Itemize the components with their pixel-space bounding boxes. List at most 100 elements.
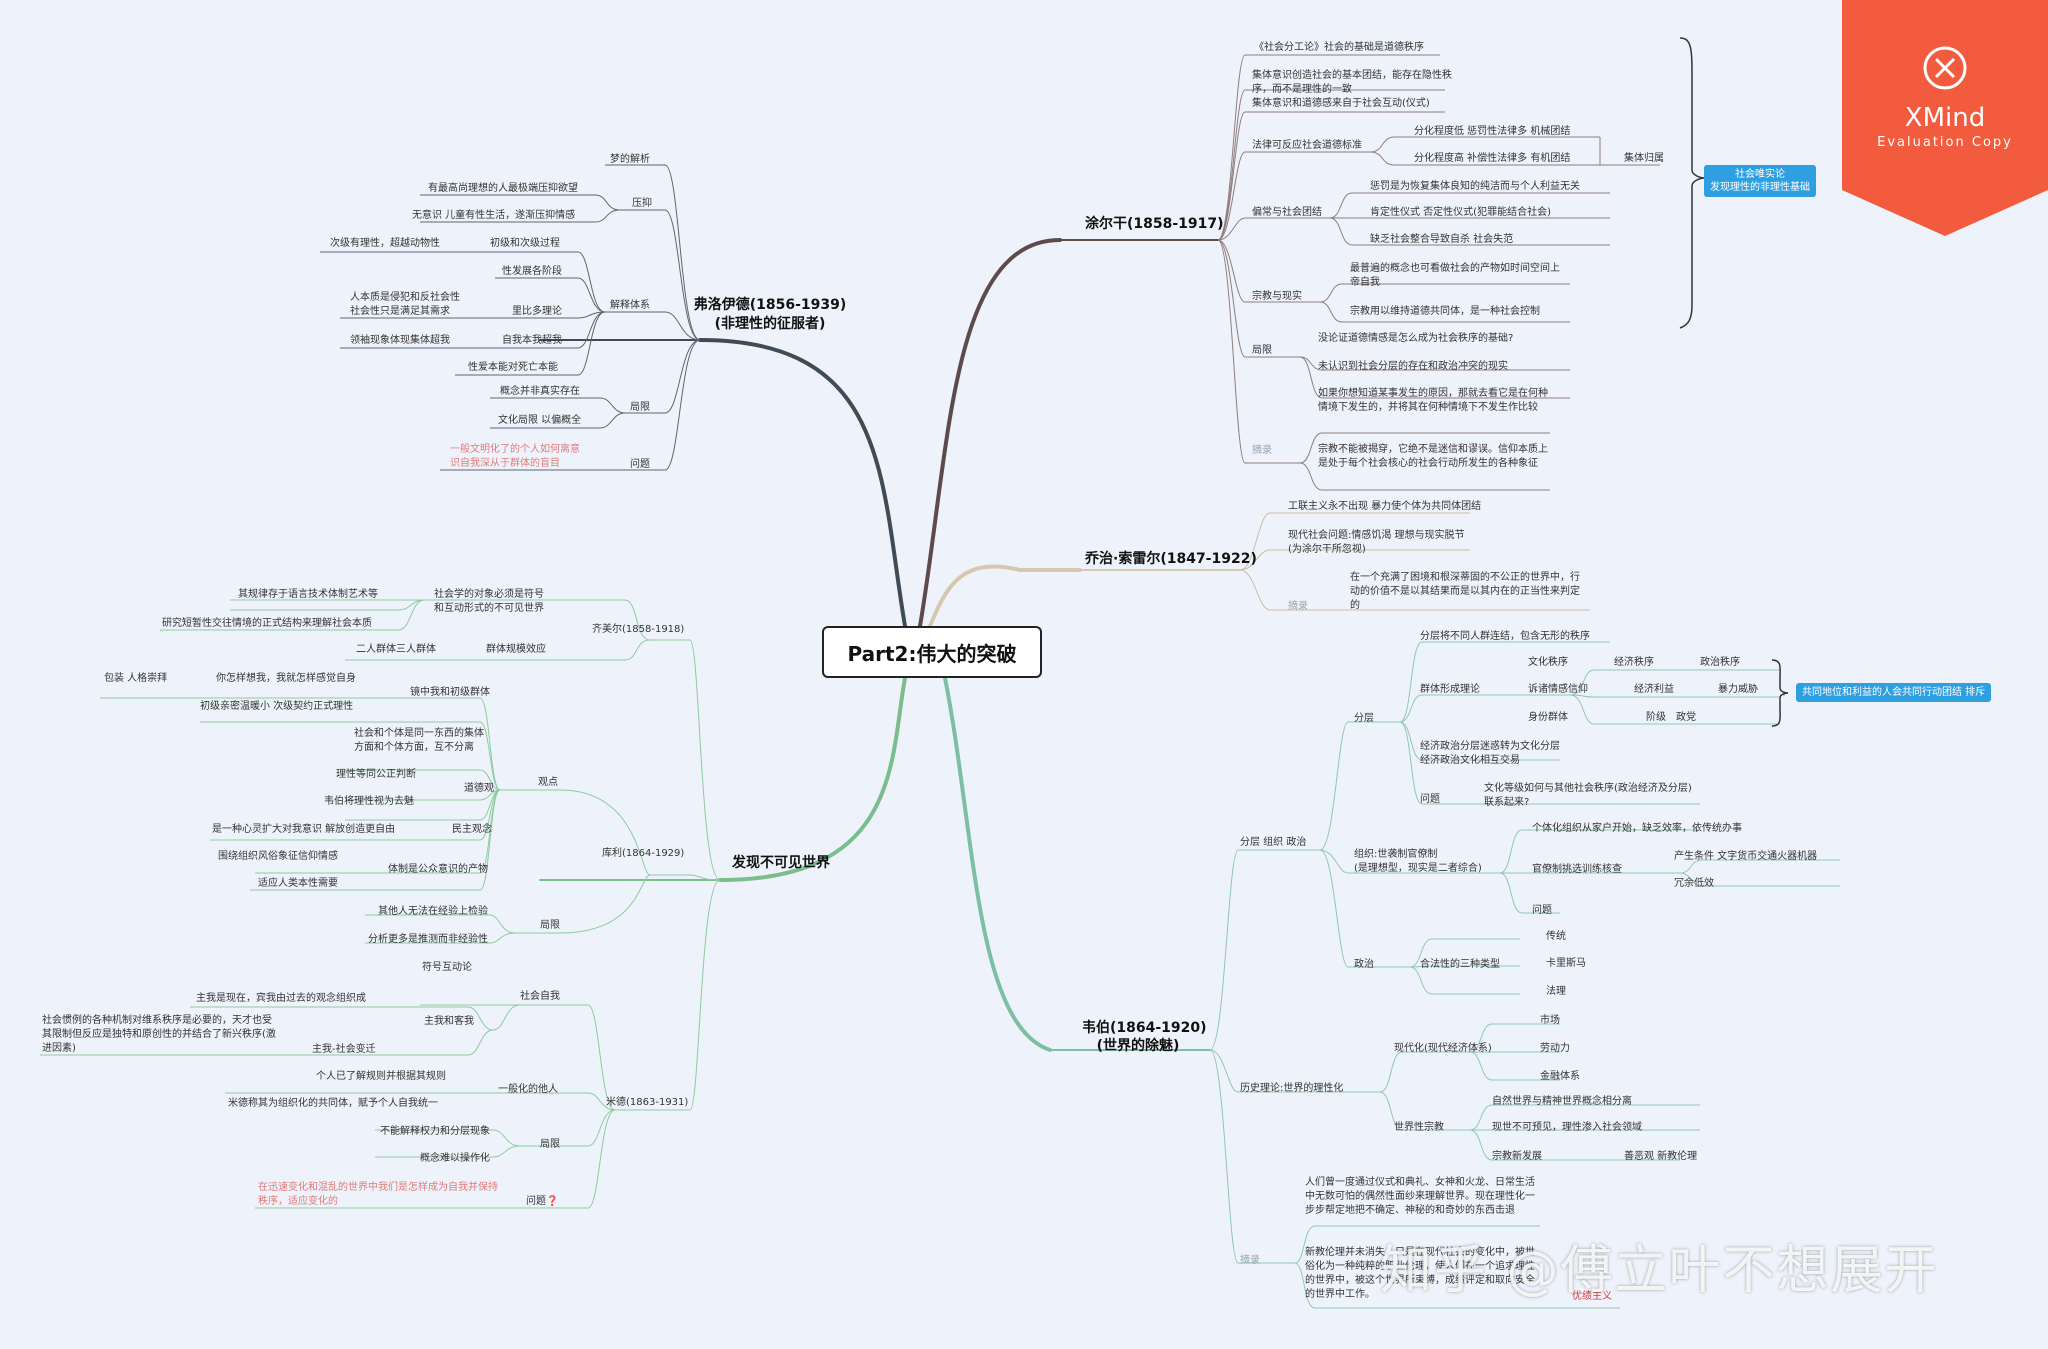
freud-title[interactable]: 弗洛伊德(1856-1939) <box>693 297 847 313</box>
freud-human-nature-b: 社会性只是满足其需求 <box>350 306 450 317</box>
cooley-limit-2: 分析更多是推测而非经验性 <box>368 934 488 945</box>
zhihu-watermark: 知乎 @傅立叶不想展开 <box>1380 1241 1939 1301</box>
weber-question: 问题 <box>1420 794 1440 805</box>
mead-generalized-other-2: 米德称其为组织化的共同体，赋予个人自我统一 <box>228 1098 438 1109</box>
durkheim-quote-2: 宗教不能被揭穿，它绝不是迷信和谬误。信仰本质上是处于每个社会核心的社会行动所发生… <box>1318 444 1548 469</box>
branch-line-weber <box>943 676 1052 1052</box>
freud-ego: 自我本我超我 <box>502 335 562 346</box>
durkheim-deviance-3: 缺乏社会整合导致自杀 社会失范 <box>1370 234 1514 245</box>
freud-explanation: 解释体系 <box>610 300 650 311</box>
weber-bureaucracy-redundant: 冗余低效 <box>1674 878 1714 889</box>
durkheim-collective-consciousness-a: 集体意识创造社会的基本团结，能存在隐性秩 <box>1252 70 1452 81</box>
freud-subtitle: (非理性的征服者) <box>714 316 826 332</box>
branch-line-freud <box>698 338 907 628</box>
durkheim-deviance-2: 肯定性仪式 否定性仪式(犯罪能结合社会) <box>1370 207 1551 218</box>
durkheim-division-of-labor: 《社会分工论》社会的基础是道德秩序 <box>1254 42 1424 53</box>
cooley-looking-glass-1: 你怎样想我，我就怎样感觉自身 <box>216 673 356 684</box>
simmel: 齐美尔(1858-1918) <box>592 624 685 635</box>
weber-world-religion-3: 宗教新发展 <box>1492 1151 1542 1162</box>
weber-quote-1: 人们曾一度通过仪式和典礼、女神和火龙、日常生活中无数可怕的偶然性面纱来理解世界。… <box>1305 1177 1535 1216</box>
weber-emotional-belief: 诉诸情感信仰 <box>1528 684 1588 695</box>
xmind-brand: XMind <box>1905 103 1985 133</box>
sorel-title[interactable]: 乔治·索雷尔(1847-1922) <box>1085 551 1257 567</box>
weber-market: 市场 <box>1540 1015 1560 1026</box>
weber-organization: 组织:世袭制官僚制 <box>1354 849 1438 860</box>
simmel-object-a: 社会学的对象必须是符号 <box>434 589 544 600</box>
cooley-institution: 体制是公众意识的产物 <box>388 864 488 875</box>
freud-dream: 梦的解析 <box>610 154 650 165</box>
mead-limits: 局限 <box>540 1139 560 1150</box>
mead-question: 问题❓ <box>526 1196 559 1207</box>
mead-generalized-other: 一般化的他人 <box>498 1084 558 1095</box>
durkheim-realism-tag: 社会唯实论 发现理性的非理性基础 <box>1704 165 1816 197</box>
weber-subtitle: (世界的除魅) <box>1096 1038 1180 1054</box>
mead-question-text: 在迅速变化和混乱的世界中我们是怎样成为自我并保持秩序，适应变化的 <box>258 1182 498 1207</box>
weber-history-theory: 历史理论:世界的理性化 <box>1240 1083 1344 1094</box>
weber-stratification: 分层 <box>1354 713 1374 724</box>
durkheim-quote-label: 摘录 <box>1252 445 1272 456</box>
cooley-society-individual-a: 社会和个体是同一东西的集体 <box>354 728 484 739</box>
cooley-institution-1: 围绕组织风俗象征信仰情感 <box>218 851 338 862</box>
cooley-morality-2: 韦伯将理性视为去魅 <box>324 796 414 807</box>
weber-legit-tradition: 传统 <box>1546 931 1566 942</box>
weber-group-tag: 共同地位和利益的人会共同行动团结 排斥 <box>1796 683 1992 702</box>
durkheim-quote-1: 如果你想知道某事发生的原因，那就去看它是在何种情境下发生的，并将其在何种情境下不… <box>1318 388 1548 413</box>
cooley-looking-glass: 镜中我和初级群体 <box>410 687 490 698</box>
sorel-modern-problem-b: (为涂尔干所忽视) <box>1288 544 1366 555</box>
freud-question-text-b: 识自我深从于群体的盲目 <box>450 458 560 469</box>
xmind-evaluation-badge: XMind Evaluation Copy <box>1842 0 2048 236</box>
weber-protestant-ethic: 善恶观 新教伦理 <box>1624 1151 1698 1162</box>
freud-human-nature-a: 人本质是侵犯和反社会性 <box>350 292 460 303</box>
simmel-group-size: 群体规模效应 <box>486 644 546 655</box>
weber-group-formation: 群体形成理论 <box>1420 684 1480 695</box>
freud-repression-2: 无意识 儿童有性生活，遂渐压抑情感 <box>412 210 576 221</box>
freud-libido: 里比多理论 <box>512 306 562 317</box>
weber-stratification-org-politics: 分层 组织 政治 <box>1240 837 1307 848</box>
freud-secondary-rational: 次级有理性，超越动物性 <box>330 238 440 249</box>
freud-question: 问题 <box>630 459 650 470</box>
weber-title[interactable]: 韦伯(1864-1920) <box>1082 1020 1207 1036</box>
weber-question-text-2: 联系起来? <box>1484 797 1530 808</box>
cooley-morality-1: 理性等同公正判断 <box>336 769 416 780</box>
durkheim-moral-interaction: 集体意识和道德感来自于社会互动(仪式) <box>1252 98 1430 109</box>
invisible-world-title[interactable]: 发现不可见世界 <box>732 855 830 871</box>
mead-generalized-other-1: 个人已了解规则并根据其规则 <box>316 1071 446 1082</box>
weber-class: 阶级 <box>1646 712 1666 723</box>
weber-quote-2: 新教伦理并未消失，只是在现代社会的变化中，被世俗化为一种纯粹的职业伦理，使人们在… <box>1305 1247 1535 1300</box>
weber-politics: 政治 <box>1354 959 1374 970</box>
freud-repression-1: 有最高尚理想的人最极端压抑欲望 <box>428 183 578 194</box>
freud-limit-1: 概念并非真实存在 <box>500 386 580 397</box>
cooley: 库利(1864-1929) <box>602 848 685 859</box>
durkheim-deviance: 偏常与社会团结 <box>1252 207 1322 218</box>
simmel-short-interaction: 研究短暂性交往情境的正式结构来理解社会本质 <box>162 618 372 629</box>
freud-sexual-stages: 性发展各阶段 <box>502 266 562 277</box>
durkheim-religion-1b: 帝自我 <box>1350 277 1380 288</box>
cooley-democracy-1: 是一种心灵扩大对我意识 解放创造更自由 <box>212 824 396 835</box>
freud-limit-2: 文化局限 以偏概全 <box>498 415 582 426</box>
central-topic[interactable]: Part2:伟大的突破 <box>822 626 1042 678</box>
cooley-packaging: 包装 人格崇拜 <box>104 673 168 684</box>
weber-household-org: 个体化组织从家户开始，缺乏效率，依传统办事 <box>1532 823 1742 834</box>
weber-economic-interest: 经济利益 <box>1634 684 1674 695</box>
freud-leader: 领袖现象体现集体超我 <box>350 335 450 346</box>
mead-symbolic-interaction: 符号互动论 <box>422 962 472 973</box>
mead-i-me-1: 主我是现在，宾我由过去的观念组织成 <box>196 993 366 1004</box>
weber-convert-2: 经济政治文化相互交易 <box>1420 755 1520 766</box>
weber-status-group: 身份群体 <box>1528 712 1568 723</box>
cooley-limit-1: 其他人无法在经验上检验 <box>378 906 488 917</box>
mead: 米德(1863-1931) <box>606 1097 689 1108</box>
durkheim-limits: 局限 <box>1252 345 1272 356</box>
cooley-institution-2: 适应人类本性需要 <box>258 878 338 889</box>
cooley-limits: 局限 <box>540 920 560 931</box>
cooley-society-individual-b: 方面和个体方面，互不分离 <box>354 742 474 753</box>
sorel-quote-1: 在一个充满了困境和根深蒂固的不公正的世界中，行动的价值不是以其结果而是以其内在的… <box>1350 572 1580 611</box>
freud-question-text-a: 一般文明化了的个人如何离意 <box>450 444 580 455</box>
weber-party: 政党 <box>1676 712 1696 723</box>
sorel-syndicalism: 工联主义永不出现 暴力使个体为共同体团结 <box>1288 501 1482 512</box>
freud-primary-secondary: 初级和次级过程 <box>490 238 560 249</box>
branch-line-sorel <box>928 564 1082 628</box>
weber-modernization: 现代化(现代经济体系) <box>1394 1043 1492 1054</box>
durkheim-title[interactable]: 涂尔干(1858-1917) <box>1085 216 1224 232</box>
weber-bureaucracy: 官僚制挑选训练核查 <box>1532 864 1622 875</box>
simmel-dyad-triad: 二人群体三人群体 <box>356 644 436 655</box>
